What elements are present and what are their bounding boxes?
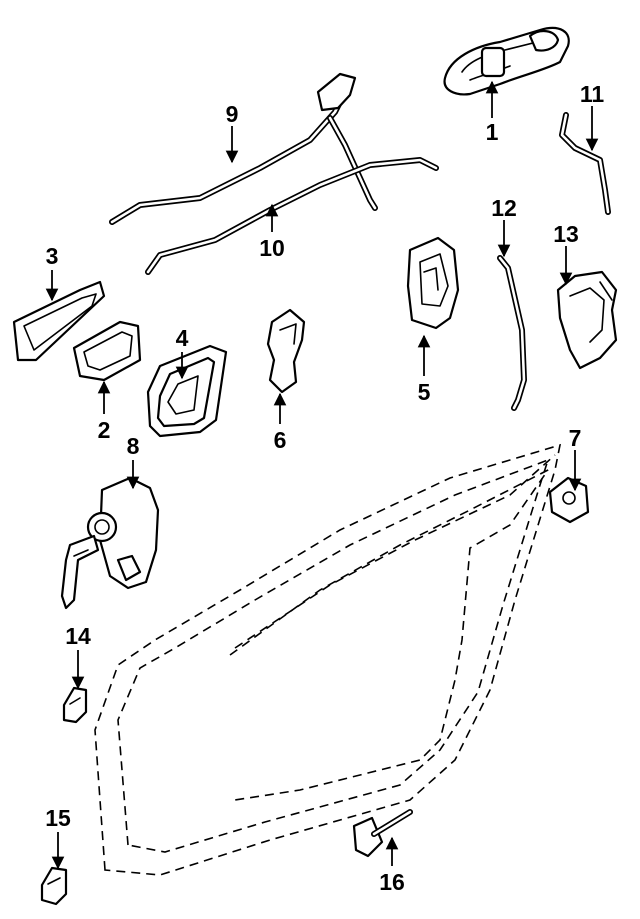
- linkage-6: [266, 308, 306, 394]
- handle-bezel-4: [146, 344, 228, 438]
- callout-15: 15: [45, 805, 71, 831]
- door-check-16: [352, 809, 413, 858]
- callout-2: 2: [98, 417, 111, 443]
- door-latch-5: [406, 236, 460, 330]
- callout-9: 9: [226, 101, 239, 127]
- callout-11: 11: [580, 81, 605, 107]
- callout-6: 6: [274, 427, 287, 453]
- callout-14: 14: [65, 623, 91, 649]
- callout-8: 8: [127, 433, 140, 459]
- callout-13: 13: [553, 221, 579, 247]
- callout-1: 1: [486, 119, 499, 145]
- rod-12: [497, 255, 527, 411]
- callout-labels: 1 2 3 4 5 6 7 8 9 10 11 12 13 14 15 16: [45, 81, 604, 895]
- callout-7: 7: [569, 425, 582, 451]
- inside-handle-2: [72, 320, 142, 382]
- lock-cylinder-8: [60, 476, 160, 610]
- callout-10: 10: [259, 235, 285, 261]
- handle-bezel-3: [12, 280, 106, 362]
- lock-rod-upper: [109, 72, 378, 225]
- callout-3: 3: [46, 243, 59, 269]
- bumper-15: [40, 866, 68, 906]
- outside-door-handle: [443, 26, 570, 96]
- leader-lines: [45, 80, 599, 870]
- callout-4: 4: [176, 325, 189, 351]
- bracket-13: [556, 270, 618, 370]
- rod-11: [559, 112, 611, 215]
- door-outline: [94, 443, 562, 876]
- lock-rod-lower: [145, 157, 439, 275]
- door-striker-7: [548, 476, 590, 524]
- callout-5: 5: [418, 379, 431, 405]
- callout-16: 16: [379, 869, 405, 895]
- bumper-14: [62, 686, 88, 724]
- callout-12: 12: [491, 195, 517, 221]
